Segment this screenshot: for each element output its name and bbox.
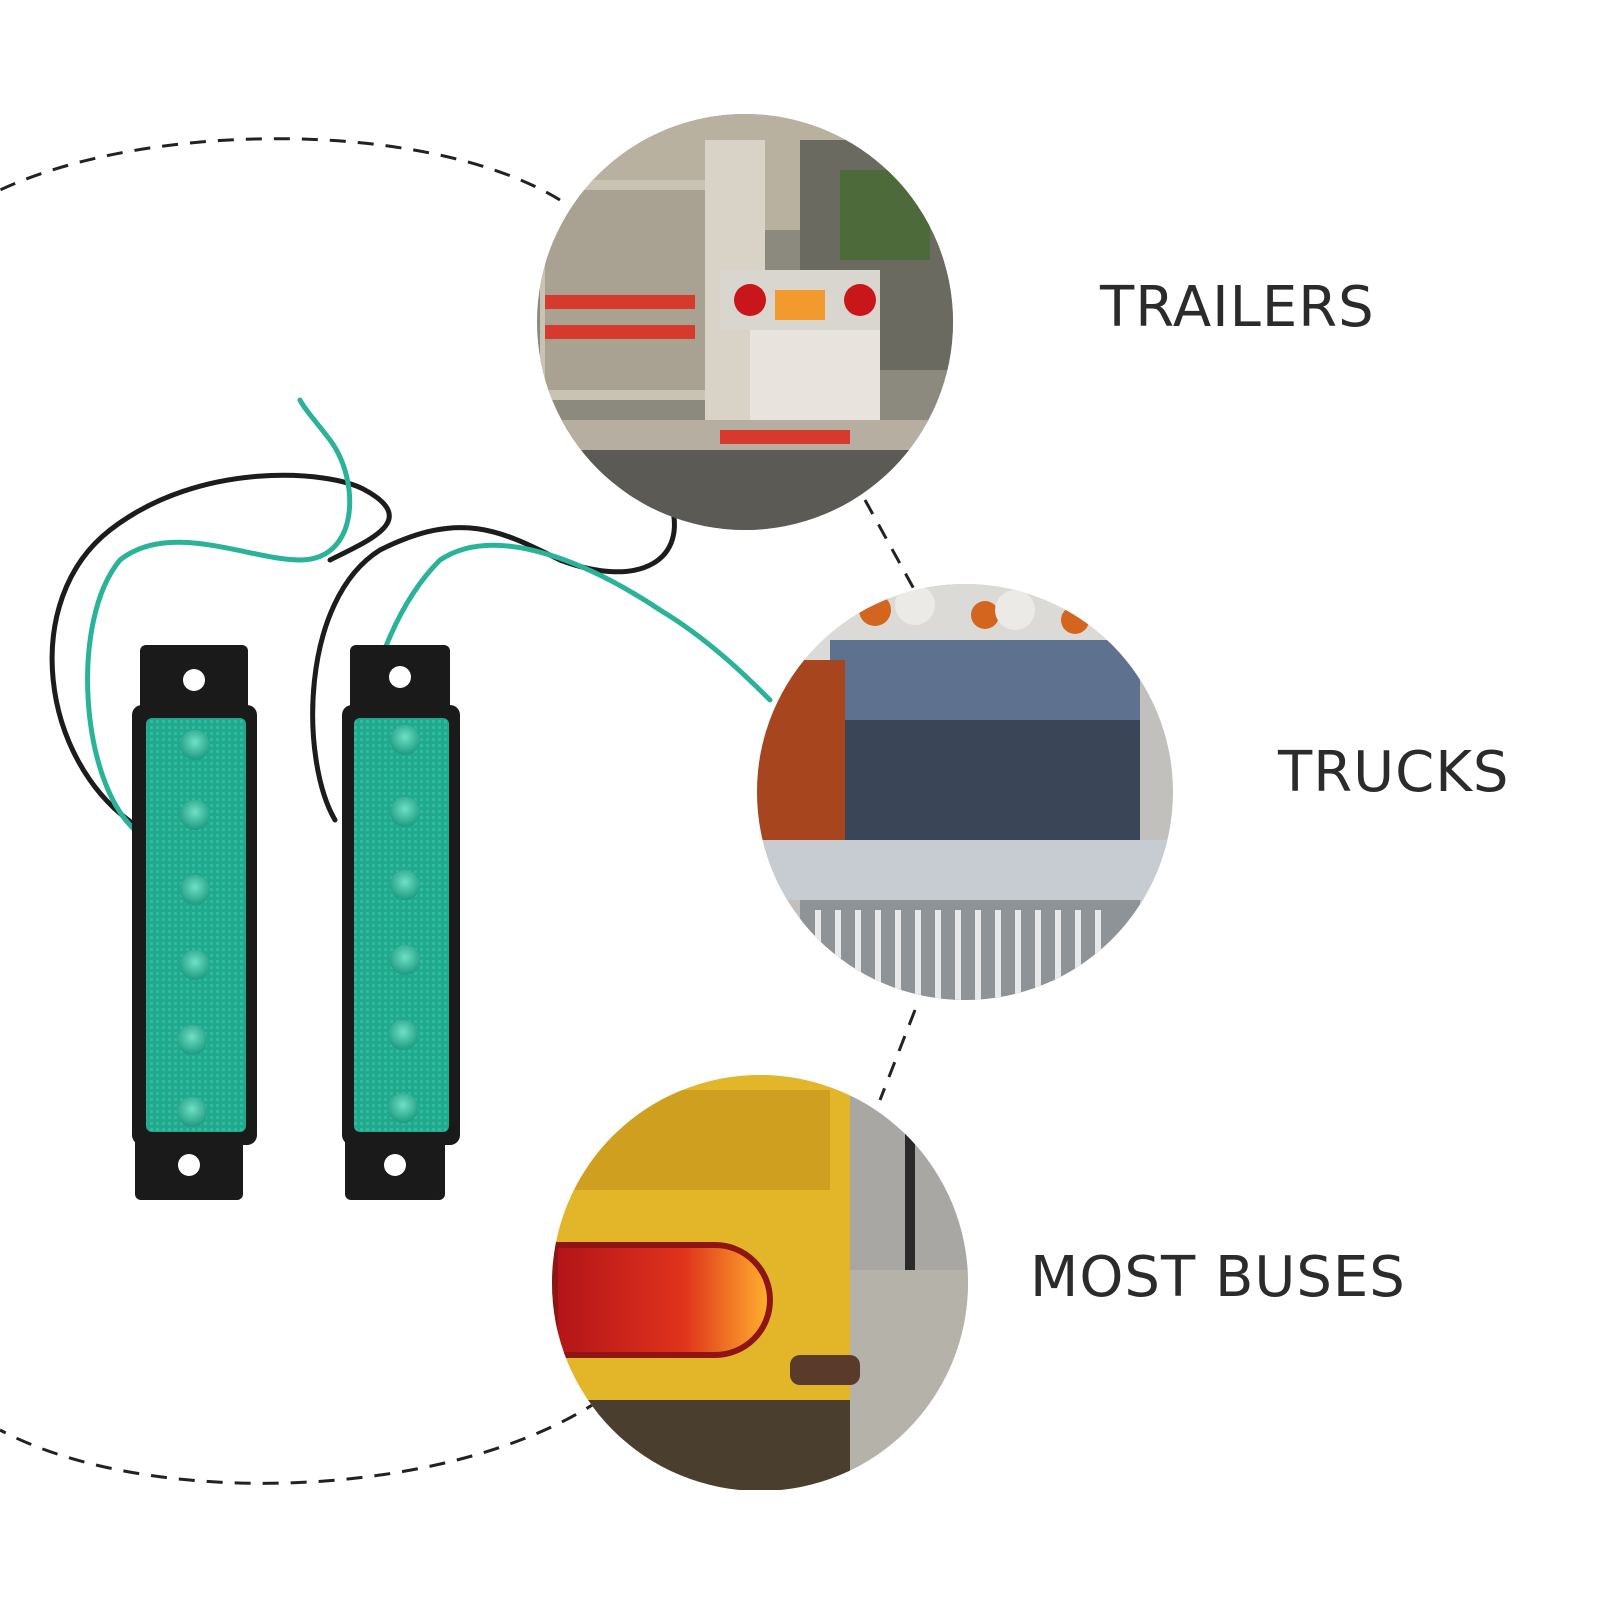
led-dot: [388, 1093, 418, 1123]
led-dot: [177, 1025, 207, 1055]
dashed-arc-bottom: [0, 1398, 601, 1485]
black-wire-left: [49, 472, 392, 828]
trailer-rear-photo: [537, 114, 953, 530]
trucks-label: TRUCKS: [1278, 740, 1510, 805]
trailers-label: TRAILERS: [1100, 275, 1375, 340]
led-dot: [388, 1020, 418, 1050]
led-dot: [390, 797, 420, 827]
black-wire-right: [310, 497, 677, 823]
dashed-arc-right: [863, 499, 922, 601]
led-dot: [390, 725, 420, 755]
led-dot: [180, 800, 210, 830]
buses-label: MOST BUSES: [1030, 1245, 1406, 1310]
led-dot: [390, 945, 420, 975]
led-light-left: [132, 645, 257, 1200]
truck-cab-photo: [757, 584, 1173, 1000]
led-dot: [390, 870, 420, 900]
dashed-arc-right-2: [878, 1009, 917, 1101]
led-dot: [180, 730, 210, 760]
led-dot: [180, 875, 210, 905]
bus-taillight-photo: [552, 1075, 968, 1490]
grille: [815, 910, 1101, 1000]
dashed-arc: [0, 137, 561, 202]
led-dot: [180, 950, 210, 980]
led-dot: [177, 1097, 207, 1127]
green-wire-left: [85, 397, 353, 833]
led-light-right: [342, 645, 460, 1200]
